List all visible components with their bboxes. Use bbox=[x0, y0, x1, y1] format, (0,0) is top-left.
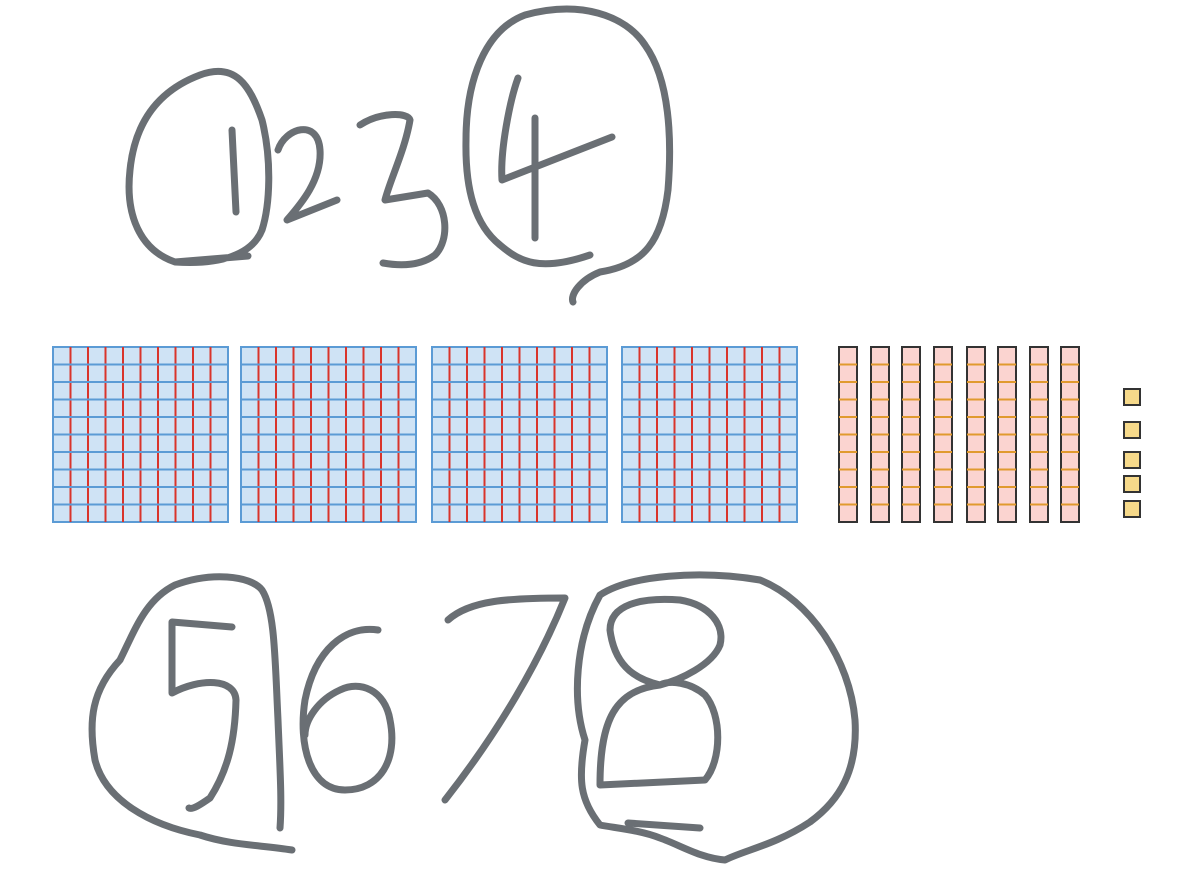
tens-rod[interactable] bbox=[997, 346, 1017, 523]
unit-cube[interactable] bbox=[1123, 451, 1141, 469]
hundreds-flat[interactable] bbox=[240, 346, 417, 523]
circle-around-1 bbox=[125, 67, 273, 266]
unit-cube[interactable] bbox=[1123, 475, 1141, 493]
handwriting-layer bbox=[88, 5, 859, 864]
digit-4 bbox=[498, 74, 616, 242]
tens-rod[interactable] bbox=[1029, 346, 1049, 523]
hundreds-flat[interactable] bbox=[431, 346, 608, 523]
circle-around-4 bbox=[462, 5, 674, 306]
tens-rod[interactable] bbox=[838, 346, 858, 523]
digit-5 bbox=[168, 618, 240, 812]
unit-cube[interactable] bbox=[1123, 388, 1141, 406]
hundreds-flat[interactable] bbox=[621, 346, 798, 523]
tens-rod[interactable] bbox=[870, 346, 890, 523]
hundreds-flat[interactable] bbox=[52, 346, 229, 523]
base-ten-blocks[interactable] bbox=[52, 346, 1141, 523]
digit-7 bbox=[441, 594, 569, 804]
digit-8 bbox=[596, 595, 725, 789]
tens-rod[interactable] bbox=[1060, 346, 1080, 523]
circle-around-5 bbox=[88, 573, 296, 854]
digit-3 bbox=[356, 111, 449, 269]
unit-cube[interactable] bbox=[1123, 421, 1141, 439]
circle-around-8 bbox=[573, 571, 859, 864]
digit-6 bbox=[299, 625, 396, 794]
unit-cube[interactable] bbox=[1123, 500, 1141, 518]
digit-2 bbox=[274, 126, 341, 224]
tens-rod[interactable] bbox=[966, 346, 986, 523]
digit-1 bbox=[228, 126, 240, 216]
tens-rod[interactable] bbox=[901, 346, 921, 523]
tens-rod[interactable] bbox=[933, 346, 953, 523]
